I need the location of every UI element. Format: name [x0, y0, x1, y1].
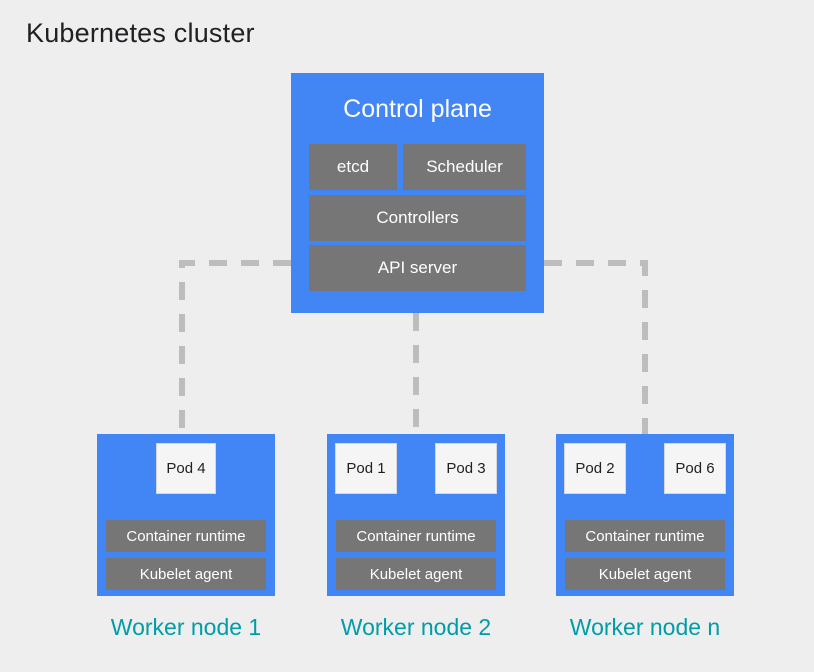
worker-node-n-kubelet-agent[interactable]: Kubelet agent — [565, 558, 725, 590]
pod-3[interactable]: Pod 3 — [435, 443, 497, 494]
worker-node-n-container-runtime[interactable]: Container runtime — [565, 520, 725, 552]
worker-node-1-label: Worker node 1 — [110, 614, 262, 640]
control-plane-title: Control plane — [343, 95, 492, 123]
worker-node-2-box[interactable]: Pod 1 Pod 3 Container runtime Kubelet ag… — [327, 434, 505, 596]
worker-node-2-container-runtime[interactable]: Container runtime — [336, 520, 496, 552]
worker-node-1-box[interactable]: Pod 4 Container runtime Kubelet agent — [97, 434, 275, 596]
page-title: Kubernetes cluster — [26, 18, 255, 48]
pod-1[interactable]: Pod 1 — [335, 443, 397, 494]
control-plane-component-controllers[interactable]: Controllers — [309, 195, 526, 241]
pod-2[interactable]: Pod 2 — [564, 443, 626, 494]
control-plane-component-api-server[interactable]: API server — [309, 245, 526, 291]
connector-to-worker-node-1 — [179, 260, 291, 434]
worker-node-1-kubelet-agent[interactable]: Kubelet agent — [106, 558, 266, 590]
control-plane-component-etcd[interactable]: etcd — [309, 144, 397, 190]
worker-node-n-label: Worker node n — [569, 614, 721, 640]
connector-to-worker-node-n — [544, 260, 648, 434]
worker-node-1-container-runtime[interactable]: Container runtime — [106, 520, 266, 552]
worker-node-n-box[interactable]: Pod 2 Pod 6 Container runtime Kubelet ag… — [556, 434, 734, 596]
worker-node-2-kubelet-agent[interactable]: Kubelet agent — [336, 558, 496, 590]
worker-node-2-label: Worker node 2 — [340, 614, 492, 640]
control-plane-box[interactable]: Control plane etcd Scheduler Controllers… — [291, 73, 544, 313]
control-plane-component-scheduler[interactable]: Scheduler — [403, 144, 526, 190]
pod-4[interactable]: Pod 4 — [156, 443, 216, 494]
pod-6[interactable]: Pod 6 — [664, 443, 726, 494]
